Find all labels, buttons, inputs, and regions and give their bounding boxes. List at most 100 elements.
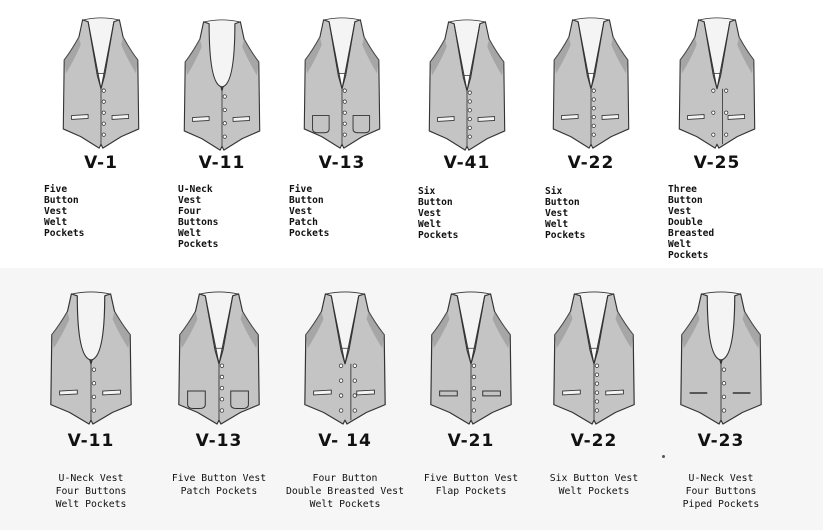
- vest-button: [711, 110, 716, 115]
- description-line: U-Neck Vest: [178, 184, 213, 206]
- description-line: Five Button Vest: [423, 473, 519, 484]
- vest-button: [467, 108, 472, 113]
- vest-shade: [305, 311, 324, 349]
- vest-button: [352, 363, 357, 368]
- description-line: Six Button Vest: [545, 186, 580, 219]
- vest-shade: [492, 311, 511, 349]
- vest-shade: [305, 37, 322, 74]
- style-description: Four Button Double Breasted Vest Welt Po…: [278, 459, 412, 511]
- description-line: Five Button Vest: [44, 184, 79, 217]
- vest-button: [721, 408, 727, 413]
- style-code: V-13: [318, 153, 366, 173]
- vest-button: [222, 121, 227, 126]
- vest-shade: [112, 311, 131, 349]
- vest-button: [101, 88, 106, 93]
- vest-pocket: [605, 389, 624, 396]
- description-line: Welt Pockets: [558, 486, 630, 497]
- vest-button: [352, 378, 357, 383]
- vest-button: [721, 381, 727, 386]
- vest-button: [342, 121, 347, 126]
- vest-button: [471, 374, 477, 380]
- vest-button: [338, 408, 344, 413]
- vest-button: [219, 385, 225, 391]
- vest-pocket: [437, 116, 455, 122]
- vest-pocket: [312, 115, 330, 134]
- vest-pocket: [102, 389, 121, 396]
- description-line: Four Button: [312, 473, 378, 484]
- vest-shade: [554, 311, 573, 349]
- vest-button: [724, 88, 729, 93]
- style-description: Five Button Vest Patch Pockets: [289, 173, 329, 239]
- vest-button: [219, 397, 225, 402]
- vest-pocket: [59, 389, 78, 396]
- vest-shade: [431, 311, 450, 349]
- vest-button: [471, 385, 477, 391]
- style-description: Five Button Vest Welt Pockets: [44, 173, 84, 239]
- description-line: U-Neck Vest: [58, 473, 124, 484]
- vest-illustration: [304, 291, 386, 425]
- vest-button: [91, 408, 97, 413]
- style-description: U-Neck Vest Four Buttons Welt Pockets: [36, 459, 146, 511]
- vest-shade: [680, 37, 697, 74]
- vest-pocket: [601, 114, 620, 120]
- vest-button: [101, 132, 106, 137]
- style-code: V-11: [67, 431, 115, 451]
- style-code: V-1: [84, 153, 118, 173]
- vest-button: [594, 372, 600, 377]
- vest-button: [724, 132, 729, 137]
- vest-pocket: [352, 115, 371, 134]
- description-line: Double Breasted Vest: [286, 486, 404, 497]
- vest-button: [471, 363, 477, 368]
- vest-shade: [615, 311, 634, 349]
- description-line: Six Button Vest: [418, 186, 453, 219]
- vest-illustration: [178, 291, 260, 425]
- vest-button: [724, 110, 729, 115]
- vest-button: [101, 121, 106, 126]
- vest-button: [467, 90, 472, 95]
- vest-button: [91, 394, 97, 399]
- vest-pocket: [313, 389, 332, 396]
- vest-pocket: [482, 390, 501, 397]
- vest-pocket: [477, 116, 496, 122]
- vest-button: [219, 363, 225, 368]
- vest-button: [91, 367, 97, 372]
- vest-v-neck: [703, 21, 731, 89]
- vest-illustration: [553, 291, 635, 425]
- vest-button: [338, 378, 344, 383]
- description-line: Welt Pockets: [178, 228, 219, 250]
- vest-button: [467, 116, 472, 122]
- vest-button: [591, 114, 596, 120]
- vest-pocket: [230, 390, 249, 409]
- vest-button: [594, 363, 600, 368]
- vest-pocket: [232, 116, 251, 122]
- vest-button: [594, 381, 600, 386]
- vest-shade: [240, 311, 259, 349]
- vest-pocket: [687, 114, 705, 120]
- vest-button: [591, 132, 596, 137]
- style-description: Three Button Vest Double Breasted Welt P…: [668, 173, 714, 261]
- vest-illustration: [430, 291, 512, 425]
- vest-pocket: [439, 390, 458, 397]
- description-line: Piped Pockets: [682, 499, 760, 510]
- print-speck: [662, 455, 665, 458]
- vest-button: [591, 106, 596, 111]
- vest-button: [352, 408, 357, 413]
- vest-pocket: [562, 389, 581, 396]
- vest-button: [219, 374, 225, 380]
- style-description: U-Neck Vest Four Buttons Piped Pockets: [666, 459, 776, 511]
- vest-button: [594, 399, 600, 404]
- vest-button: [101, 110, 106, 115]
- vest-button: [471, 408, 477, 413]
- vest-shade: [742, 311, 761, 349]
- vest-button: [591, 123, 596, 128]
- vest-shade: [611, 37, 628, 74]
- description-line: Five Button Vest: [171, 473, 267, 484]
- vest-pocket: [561, 114, 579, 120]
- description-line: Welt Pockets: [668, 239, 709, 261]
- vest-button: [222, 107, 227, 112]
- vest-shade: [64, 37, 81, 74]
- description-line: Six Button Vest: [549, 473, 639, 484]
- vest-button: [342, 88, 347, 93]
- style-code: V- 14: [318, 431, 372, 451]
- vest-shade: [179, 311, 198, 349]
